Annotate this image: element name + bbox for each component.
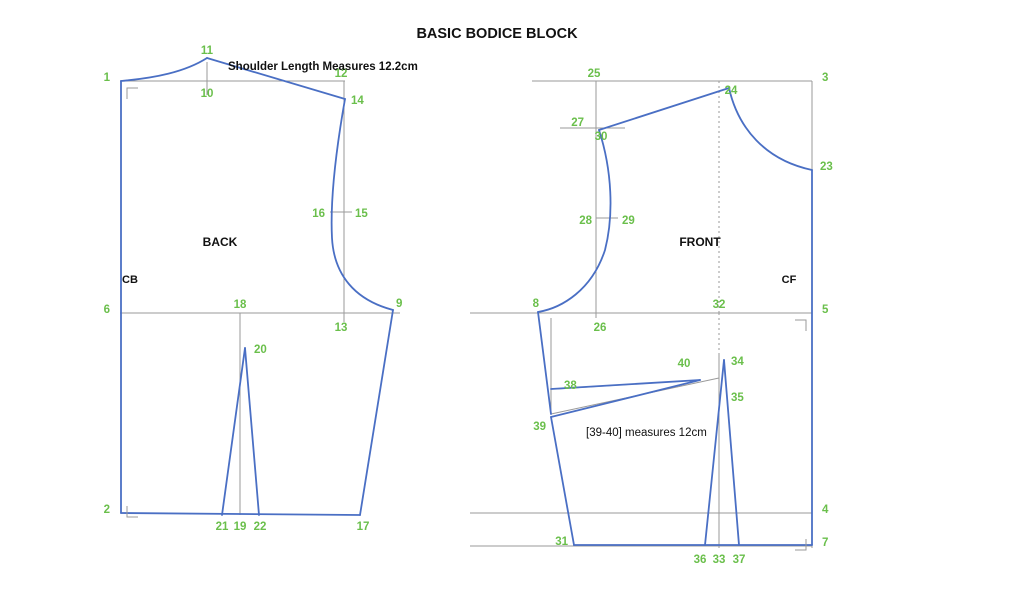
pattern-line-back-shoulder-line <box>206 57 346 100</box>
point-label-40: 40 <box>678 358 691 370</box>
point-label-26: 26 <box>594 322 607 334</box>
point-label-25: 25 <box>588 68 601 80</box>
pattern-line-front-side-lower <box>550 416 575 546</box>
point-label-30: 30 <box>595 131 608 143</box>
point-label-15: 15 <box>355 208 368 220</box>
point-label-1: 1 <box>104 72 111 84</box>
pattern-line-front-side-upper <box>537 311 552 415</box>
pattern-line-back-dart-right <box>244 347 260 516</box>
pattern-line-back-armhole-curve <box>330 98 394 311</box>
pattern-line-back-neck-curve <box>120 57 208 82</box>
label-cf-label: CF <box>782 274 797 286</box>
point-label-3: 3 <box>822 72 828 84</box>
point-label-16: 16 <box>312 208 325 220</box>
point-label-2: 2 <box>104 504 110 516</box>
right-angle-marks-layer <box>126 87 807 551</box>
point-label-18: 18 <box>234 299 247 311</box>
pattern-line-back-dart-left <box>221 347 246 516</box>
pattern-line-front-armhole-curve <box>537 129 612 313</box>
diagram-title: BASIC BODICE BLOCK <box>416 26 578 42</box>
point-label-4: 4 <box>822 504 829 516</box>
pattern-outline-layer <box>120 57 813 546</box>
pattern-line-front-shoulder-line <box>598 87 730 131</box>
point-label-21: 21 <box>216 521 229 533</box>
point-label-10: 10 <box>201 88 214 100</box>
point-label-33: 33 <box>713 554 726 566</box>
point-label-29: 29 <box>622 215 635 227</box>
point-label-14: 14 <box>351 95 364 107</box>
point-label-35: 35 <box>731 392 744 404</box>
point-label-12: 12 <box>335 68 348 80</box>
point-label-37: 37 <box>733 554 746 566</box>
point-label-13: 13 <box>335 322 348 334</box>
point-label-39: 39 <box>533 421 546 433</box>
label-cb-label: CB <box>122 274 138 286</box>
corner-mark-back-bottom-left-square <box>126 506 138 518</box>
corner-mark-front-bottom-right-square <box>795 539 807 551</box>
construction-lines-layer <box>120 62 813 548</box>
point-label-31: 31 <box>555 536 568 548</box>
point-label-9: 9 <box>396 298 402 310</box>
point-label-24: 24 <box>725 85 738 97</box>
point-label-34: 34 <box>731 356 744 368</box>
label-back-label: BACK <box>203 235 238 249</box>
pattern-line-front-dart-lower <box>550 379 701 418</box>
point-label-28: 28 <box>579 215 592 227</box>
point-label-32: 32 <box>713 299 726 311</box>
point-label-6: 6 <box>104 304 110 316</box>
point-label-11: 11 <box>201 45 214 57</box>
point-label-20: 20 <box>254 344 267 356</box>
point-label-8: 8 <box>533 298 540 310</box>
annotation-shoulder-length-note: Shoulder Length Measures 12.2cm <box>228 61 418 73</box>
point-label-19: 19 <box>234 521 247 533</box>
corner-mark-front-top-right-square <box>795 319 807 331</box>
point-label-17: 17 <box>357 521 370 533</box>
pattern-line-back-hem <box>120 512 361 516</box>
pattern-line-back-side-seam <box>359 309 394 516</box>
label-front-label: FRONT <box>679 235 721 249</box>
pattern-line-front-neck-curve <box>728 87 813 171</box>
point-label-36: 36 <box>694 554 707 566</box>
point-label-22: 22 <box>254 521 267 533</box>
corner-mark-back-top-left-square <box>126 87 138 99</box>
point-label-7: 7 <box>822 537 828 549</box>
point-label-5: 5 <box>822 304 829 316</box>
point-label-27: 27 <box>571 117 584 129</box>
pattern-line-front-dart-upper <box>550 379 701 390</box>
annotation-dart-measure-note: [39-40] measures 12cm <box>586 427 707 439</box>
point-label-38: 38 <box>564 380 577 392</box>
point-label-23: 23 <box>820 161 833 173</box>
text-annotations-layer: BASIC BODICE BLOCK Shoulder Length Measur… <box>122 26 797 439</box>
pattern-line-front-dart-left <box>704 359 725 546</box>
pattern-line-front-dart-right <box>723 359 740 546</box>
